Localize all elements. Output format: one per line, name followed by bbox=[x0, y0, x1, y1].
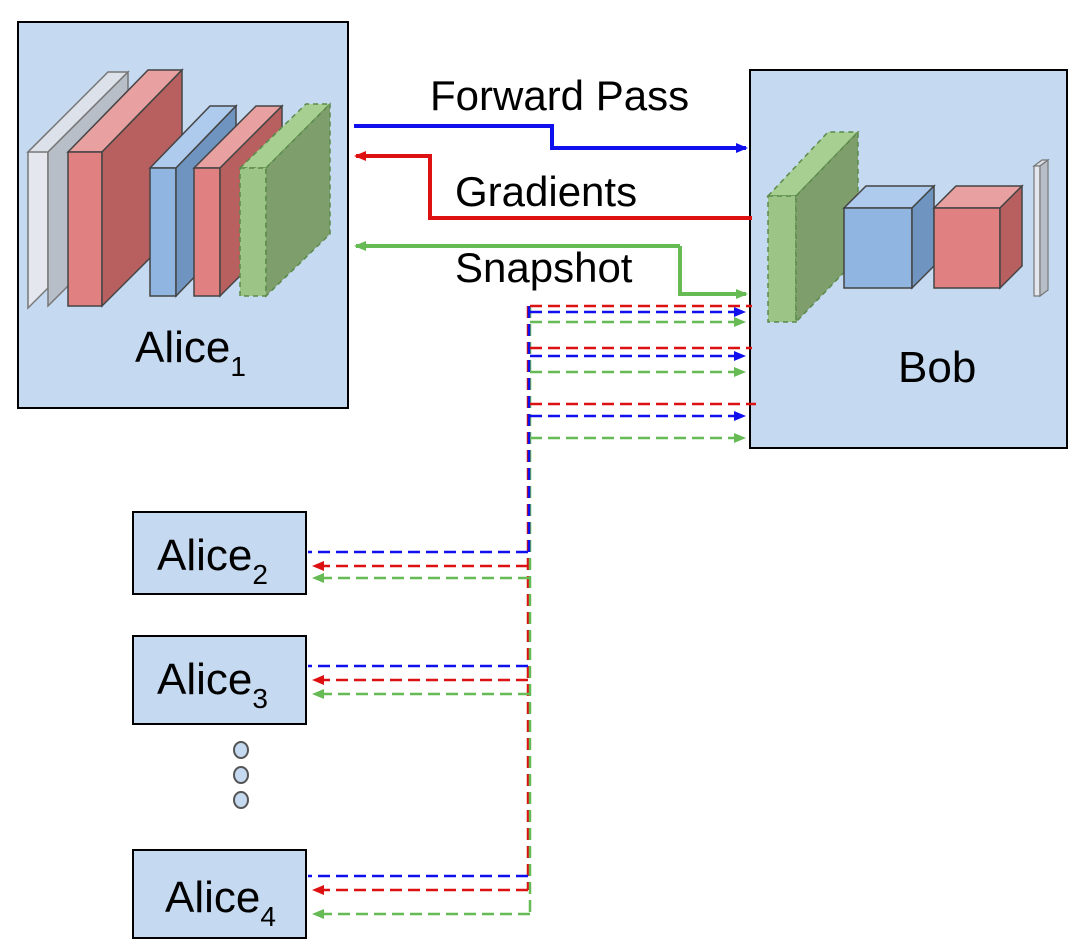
bob-node: Bob bbox=[749, 69, 1068, 449]
alice4-node: Alice4 bbox=[132, 849, 307, 939]
alice1-layer-red-1 bbox=[66, 68, 184, 308]
bob-label: Bob bbox=[898, 343, 976, 392]
snapshot-label: Snapshot bbox=[455, 244, 633, 291]
alice3-subscript: 3 bbox=[252, 683, 268, 714]
dashed-bus bbox=[308, 304, 756, 919]
bob-layer-red-cube bbox=[932, 184, 1024, 290]
bob-layer-blue-cube bbox=[842, 184, 936, 290]
alice1-node: Alice1 bbox=[17, 21, 349, 409]
alice2-node: Alice2 bbox=[132, 511, 307, 595]
alice3-label: Alice bbox=[157, 655, 252, 704]
svg-text:Alice4: Alice4 bbox=[165, 873, 276, 932]
bob-layer-gray-output bbox=[1032, 158, 1050, 298]
svg-text:Alice2: Alice2 bbox=[157, 531, 268, 590]
gradients-label: Gradients bbox=[455, 168, 637, 215]
alice2-label: Alice bbox=[157, 531, 252, 580]
alice4-subscript: 4 bbox=[260, 901, 276, 932]
alice4-label: Alice bbox=[165, 873, 260, 922]
alice1-subscript: 1 bbox=[230, 351, 246, 382]
forward-pass-arrow bbox=[354, 124, 748, 153]
alice1-layer-green-cut bbox=[238, 102, 332, 298]
svg-text:Alice3: Alice3 bbox=[157, 655, 268, 714]
svg-text:Alice1: Alice1 bbox=[135, 323, 246, 382]
snapshot-arrow bbox=[354, 241, 748, 299]
gradients-arrow bbox=[354, 151, 752, 220]
alice2-subscript: 2 bbox=[252, 559, 268, 590]
ellipsis-dots bbox=[233, 741, 249, 809]
forward-pass-label: Forward Pass bbox=[430, 72, 689, 119]
bob-layer-green-cut bbox=[766, 130, 860, 324]
alice3-node: Alice3 bbox=[132, 635, 307, 725]
alice1-label: Alice bbox=[135, 323, 230, 372]
